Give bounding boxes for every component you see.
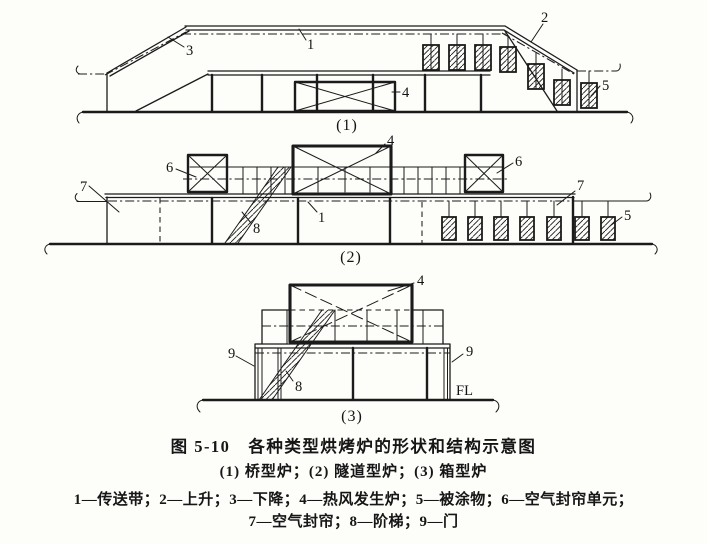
- callout-air-curtain-unit-right: 6: [496, 154, 522, 174]
- panel-label-2: (2): [340, 249, 362, 266]
- hot-air-generator-cross: [292, 145, 392, 195]
- door-panels: [257, 347, 448, 400]
- body-columns: [351, 346, 429, 401]
- conveyor-path-line: [78, 31, 616, 76]
- middle-deck-ribs: [286, 309, 424, 345]
- diagram-bridge-oven: 1 2 3 4 5 (1): [75, 10, 634, 134]
- callout-air-curtain-right: 7: [556, 178, 584, 206]
- workpiece: [519, 200, 535, 241]
- workpiece: [493, 200, 509, 241]
- callout-door-right: 9: [451, 344, 473, 363]
- callout-label: 9: [466, 344, 473, 360]
- callout-label: 5: [602, 78, 609, 94]
- figure-caption-title: 图 5-10 各种类型烘烤炉的形状和结构示意图: [170, 437, 537, 456]
- diagram-box-oven: 4 9 9 8 FL (3): [196, 273, 500, 425]
- hanging-workpieces: [441, 200, 616, 241]
- workpiece: [574, 200, 590, 241]
- middle-deck: [261, 309, 444, 345]
- callout-label: 7: [577, 178, 584, 194]
- hot-air-generator-box: [288, 283, 414, 344]
- diagram-tunnel-oven: 7 6 8 1 4 6 7: [44, 133, 658, 266]
- roof-slopes: [106, 25, 578, 77]
- hanging-workpieces: [422, 33, 598, 109]
- callout-door-left: 9: [228, 346, 255, 367]
- callout-label: 8: [253, 221, 260, 237]
- workpiece: [474, 33, 492, 71]
- callout-label: 6: [515, 154, 522, 170]
- stairs-edges: [224, 166, 292, 244]
- callout-label: 7: [80, 179, 87, 195]
- hot-air-generator-box: [293, 80, 397, 113]
- panel-label-3: (3): [341, 408, 363, 425]
- internal-partitions: [159, 198, 423, 243]
- callout-stairs: 8: [241, 211, 260, 237]
- figure-caption-subtitle: (1) 桥型炉；(2) 隧道型炉；(3) 箱型炉: [219, 464, 488, 480]
- callout-air-curtain-left: 7: [80, 179, 120, 213]
- workpiece: [546, 200, 562, 241]
- workpiece: [441, 200, 457, 241]
- callout-workpiece: 5: [590, 78, 609, 97]
- tunnel-columns: [210, 195, 575, 245]
- workpiece: [600, 200, 616, 241]
- oven-diagrams-canvas: 1 2 3 4 5 (1): [44, 10, 658, 425]
- conveyor-extensions: [76, 200, 647, 202]
- line-end-curls: [196, 399, 500, 413]
- floor-level-label: FL: [456, 383, 473, 399]
- hot-air-generator-cross: [294, 81, 396, 112]
- callout-label: 8: [295, 379, 302, 395]
- callout-label: 2: [541, 10, 548, 26]
- callout-workpiece: 5: [609, 208, 631, 227]
- panel-label-1: (1): [336, 117, 358, 134]
- callout-label: 5: [624, 208, 631, 224]
- callout-hot-air-generator: 4: [387, 273, 425, 292]
- stairs-hatch: [225, 167, 291, 243]
- line-end-curls: [75, 63, 634, 124]
- callout-label: 4: [387, 133, 395, 149]
- air-curtain-unit-left-cross: [187, 154, 228, 193]
- callout-stairs: 8: [285, 370, 302, 395]
- callout-air-curtain-unit-left: 6: [166, 160, 197, 178]
- workpiece: [553, 68, 571, 106]
- body-columns: [210, 73, 483, 113]
- callout-label: 1: [307, 37, 314, 53]
- workpiece: [448, 33, 466, 71]
- stairs-hatch: [259, 310, 335, 400]
- callout-label: 3: [186, 43, 193, 59]
- workpiece: [422, 33, 440, 71]
- callout-belt: 1: [298, 28, 314, 53]
- callout-belt: 1: [307, 201, 325, 226]
- hot-air-generator-box: [291, 144, 393, 196]
- line-end-curls: [44, 192, 658, 255]
- end-walls: [106, 69, 578, 112]
- callout-hot-air-generator: 4: [375, 133, 395, 154]
- callout-hot-air-generator: 4: [391, 85, 410, 101]
- callout-label: 9: [228, 346, 235, 362]
- workpiece: [499, 35, 517, 73]
- workpiece: [467, 200, 483, 241]
- air-curtain-unit-right-cross: [464, 154, 504, 193]
- stairs-edges: [258, 309, 336, 401]
- callout-label: 4: [417, 273, 425, 289]
- callout-label: 4: [402, 85, 410, 101]
- callout-label: 1: [318, 210, 325, 226]
- air-curtain-unit-right-box: [463, 153, 505, 194]
- callout-rise: 2: [530, 10, 548, 43]
- callout-label: 6: [166, 160, 173, 176]
- body-top: [207, 70, 491, 76]
- figure-legend-line-1: 1—传送带；2—上升；3—下降；4—热风发生炉；5—被涂物；6—空气封帘单元；: [73, 492, 634, 508]
- figure-legend-line-2: 7—空气封帘；8—阶梯；9—门: [248, 514, 459, 530]
- workpiece: [580, 70, 598, 109]
- callout-descend: 3: [167, 36, 193, 59]
- lower-body: [254, 343, 451, 401]
- roof-top: [184, 25, 506, 31]
- workpiece: [527, 52, 545, 90]
